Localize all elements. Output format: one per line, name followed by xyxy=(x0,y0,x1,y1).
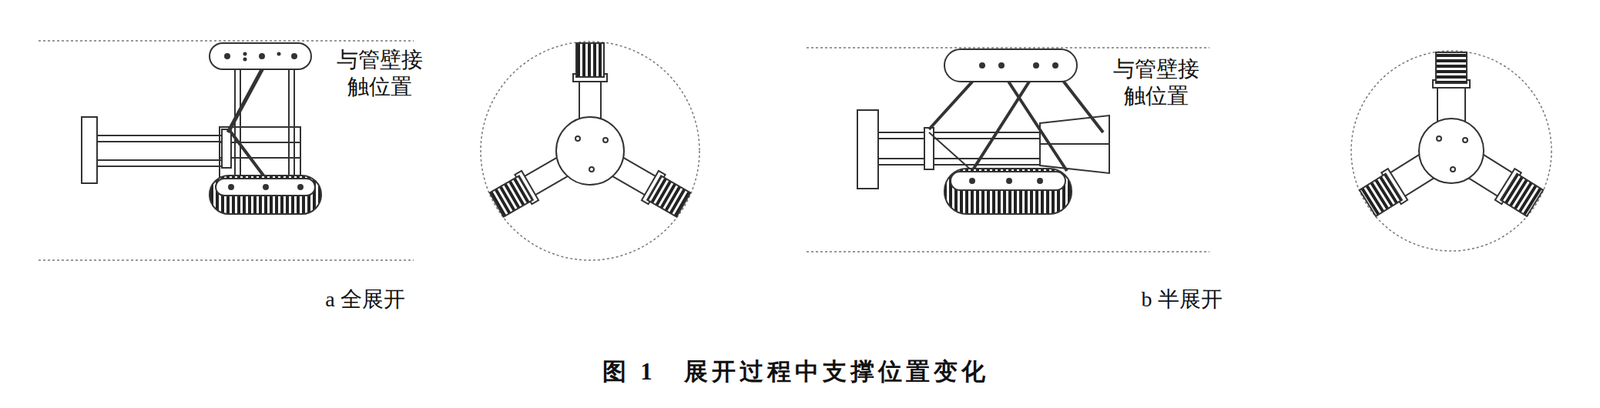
callout-label: 与管壁接触位置 xyxy=(1110,55,1202,110)
callout-label: 与管壁接触位置 xyxy=(334,46,426,101)
subfigure-label: a 全展开 xyxy=(325,286,405,313)
subfigure-label: b 半展开 xyxy=(1141,286,1223,313)
figure-caption: 图 1 展开过程中支撑位置变化 xyxy=(602,355,989,389)
